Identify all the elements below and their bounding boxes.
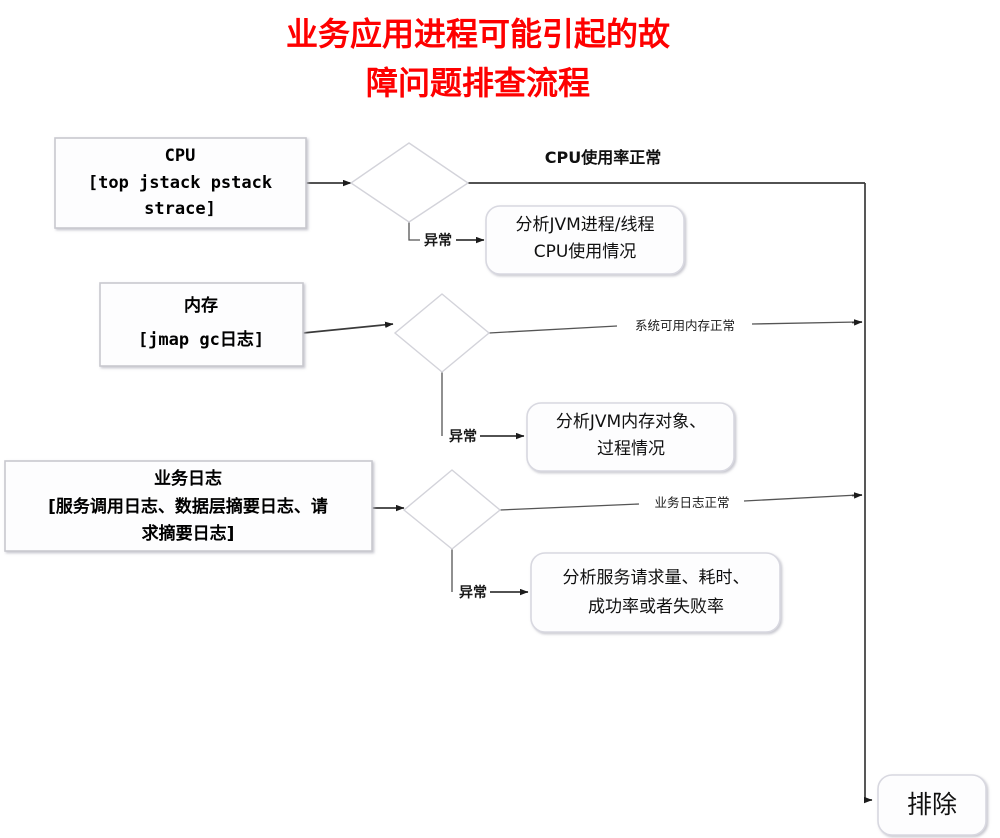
edge-label-cpu-normal: CPU使用率正常 [545,148,661,167]
decision-layer [349,142,502,550]
edge-bizlog-normal-left [499,503,640,511]
action-node-cpu-line2: CPU使用情况 [534,241,637,262]
action-node-bizlog[interactable]: 分析服务请求量、耗时、 成功率或者失败率 [530,552,781,633]
source-node-memory-line2: [jmap gc日志] [138,329,264,350]
source-node-bizlog-line2: [服务调用日志、数据层摘要日志、请 [48,496,328,517]
decision-memory[interactable] [393,293,491,373]
action-node-memory[interactable]: 分析JVM内存对象、 过程情况 [526,402,735,472]
decision-cpu[interactable] [349,142,470,223]
source-node-bizlog-line3: 求摘要日志] [142,523,235,544]
source-node-cpu-line1: CPU [165,146,196,166]
edge-bizlog-normal-arrow [851,492,863,499]
edge-label-memory-abnormal: 异常 [449,428,477,445]
edge-label-layer: CPU使用率正常 异常 系统可用内存正常 异常 业务日志正常 异常 [424,148,735,601]
connector-layer [302,179,873,804]
final-node-label: 排除 [907,790,957,819]
action-node-cpu-line1: 分析JVM进程/线程 [515,215,654,235]
edge-label-bizlog-abnormal: 异常 [459,584,487,601]
source-node-memory-line1: 内存 [184,295,218,316]
action-node-bizlog-line2: 成功率或者失败率 [588,597,724,617]
edge-bizlog-normal-right [743,494,859,502]
edge-memory-normal-right [751,321,859,325]
edge-memory-normal-left [488,325,618,334]
action-node-cpu[interactable]: 分析JVM进程/线程 CPU使用情况 [485,205,685,275]
page-title: 业务应用进程可能引起的故 障问题排查流程 [286,15,670,102]
source-node-cpu-line2: [top jstack pstack [88,173,272,193]
edge-cpu-abnormal-elbow [408,222,420,241]
edge-label-bizlog-normal: 业务日志正常 [654,495,729,510]
edge-memory-normal-arrow [851,319,863,326]
action-node-bizlog-line1: 分析服务请求量、耗时、 [563,568,750,588]
action-node-memory-line1: 分析JVM内存对象、 [556,412,706,432]
page-title-line2: 障问题排查流程 [366,64,590,102]
source-node-memory[interactable]: 内存 [jmap gc日志] [99,282,304,367]
action-node-memory-line2: 过程情况 [597,439,665,459]
source-node-bizlog[interactable]: 业务日志 [服务调用日志、数据层摘要日志、请 求摘要日志] [4,460,373,552]
source-node-cpu-line3: strace] [144,199,216,219]
page-title-line1: 业务应用进程可能引起的故 [286,15,670,53]
source-node-cpu[interactable]: CPU [top jstack pstack strace] [54,137,307,229]
final-node[interactable]: 排除 [877,774,987,836]
source-node-bizlog-line1: 业务日志 [154,468,222,489]
edge-memory-to-decision [302,321,394,334]
edge-label-cpu-abnormal: 异常 [424,232,452,249]
edge-label-memory-normal: 系统可用内存正常 [635,318,735,333]
decision-bizlog[interactable] [402,469,502,550]
